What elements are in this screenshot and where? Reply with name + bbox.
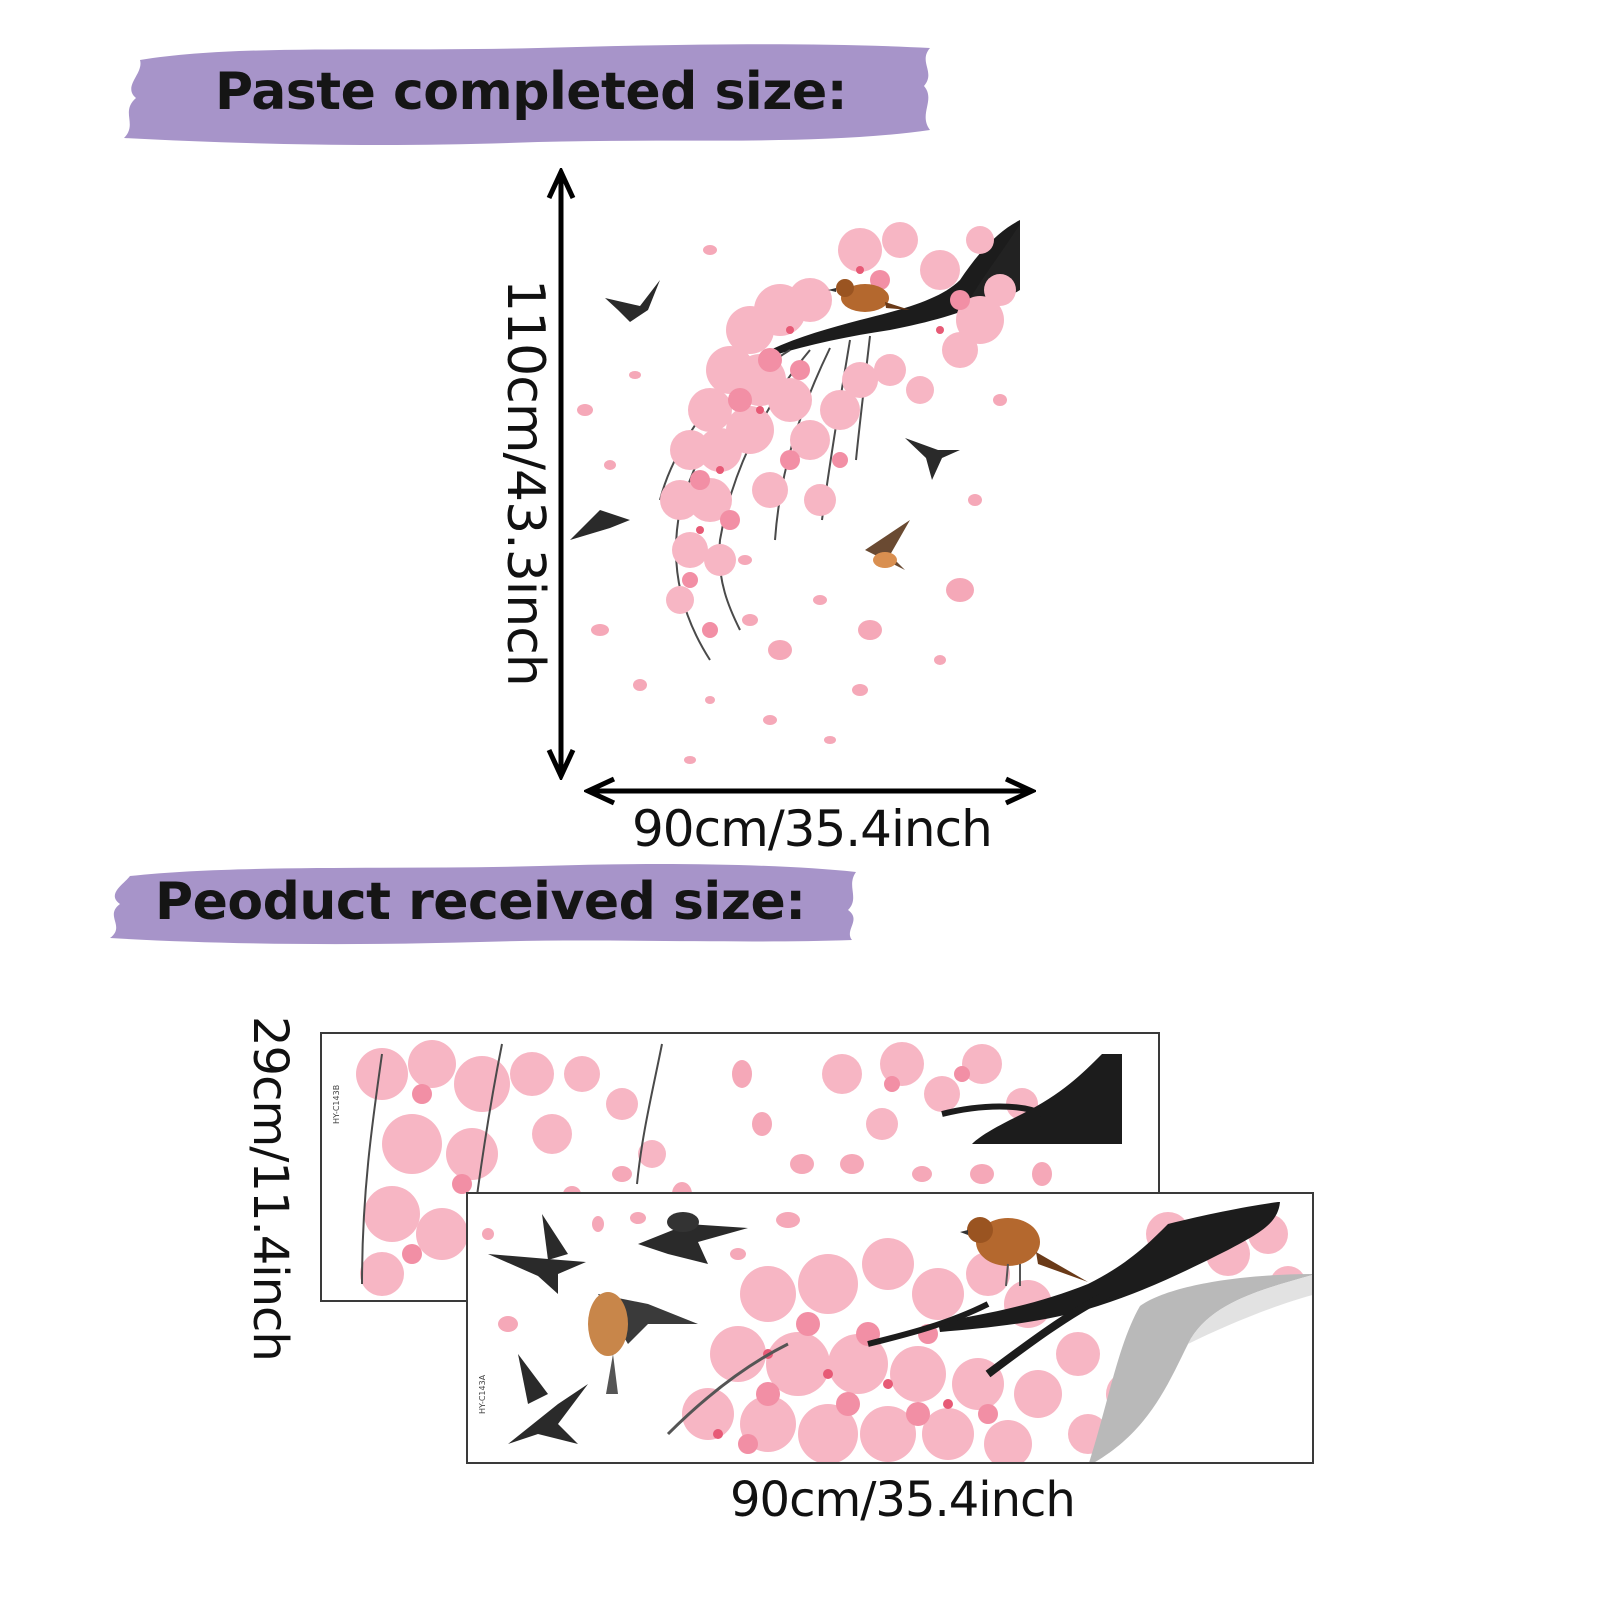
swallow-flying-icon [638, 1212, 748, 1264]
received-banner-title: Peoduct received size: [155, 872, 806, 932]
swallow-icon [488, 1214, 588, 1444]
cherry-blossom-illustration [570, 220, 1020, 764]
front-sheet-code: HY-C143A [478, 1374, 487, 1414]
arrow-vertical-icon [546, 168, 576, 780]
completed-banner-title: Paste completed size: [215, 62, 848, 122]
received-banner-brush [110, 864, 856, 945]
completed-width-label: 90cm/35.4inch [632, 800, 993, 858]
completed-height-label: 110cm/43.3inch [495, 279, 555, 686]
sparrow-icon [828, 279, 910, 312]
arrow-horizontal-icon [584, 776, 1036, 806]
peel-corner-icon [1089, 1274, 1312, 1462]
sparrow-flying-icon [865, 520, 910, 570]
swallow-icon [570, 280, 960, 540]
received-width-label: 90cm/35.4inch [730, 1472, 1076, 1528]
front-sheet: HY-C143A [466, 1192, 1314, 1464]
back-sheet-code: HY-C143B [332, 1084, 341, 1124]
received-height-label: 29cm/11.4inch [242, 1016, 298, 1361]
sparrow-icon [960, 1217, 1088, 1287]
sparrow-flying-icon [588, 1292, 698, 1394]
completed-banner-brush [124, 44, 930, 145]
